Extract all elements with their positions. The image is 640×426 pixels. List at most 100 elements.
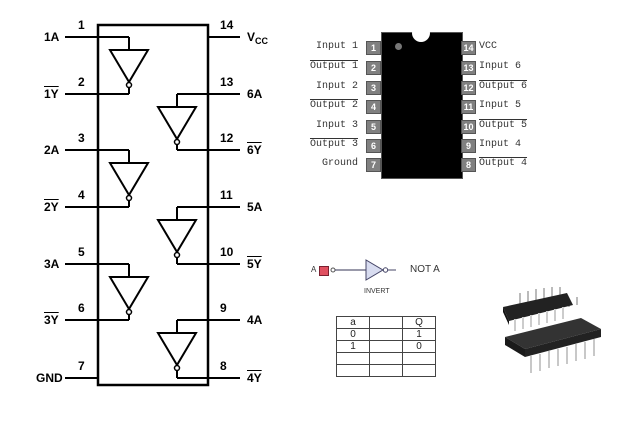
inversion-bubble	[173, 364, 181, 372]
pin-label-subscript: CC	[255, 36, 269, 46]
pinout-pin-left: 6	[366, 139, 381, 153]
pinout-pin-right: 9	[461, 139, 476, 153]
pinout-label-left: Input 3	[315, 120, 358, 131]
inversion-bubble	[125, 81, 133, 89]
pin-number: 10	[220, 245, 234, 259]
dip-package	[381, 24, 463, 179]
pin-number: 4	[78, 188, 85, 202]
truth-table-cell	[402, 352, 436, 365]
pin-number: 5	[78, 245, 85, 259]
chip-body-outline	[96, 23, 210, 387]
inverter-gate-icon	[330, 259, 396, 281]
pin-number: 3	[78, 131, 85, 145]
pinout-label-left: Output 1	[309, 61, 358, 72]
pin-label: 2A	[44, 143, 60, 157]
pinout-pin-left: 5	[366, 120, 381, 134]
pin-label: 1Y	[44, 87, 59, 101]
truth-table-cell	[369, 340, 403, 353]
truth-table-row	[336, 352, 436, 365]
pin-label: 3Y	[44, 313, 59, 327]
pinout-pin-right: 11	[461, 100, 476, 114]
inverter-gate-label: INVERT	[364, 288, 390, 295]
pin-label: 6A	[247, 87, 263, 101]
pinout-label-right: Output 6	[479, 81, 528, 92]
pinout-pin-left: 2	[366, 61, 381, 75]
pin-label: 3A	[44, 257, 60, 271]
pin-label: 4A	[247, 313, 263, 327]
pin-number: 6	[78, 301, 85, 315]
pinout-label-right: Input 5	[479, 100, 522, 111]
pin-label: VCC	[247, 30, 269, 46]
pinout-label-left: Ground	[321, 158, 358, 169]
truth-table-header-cell	[369, 316, 403, 329]
pinout-label-right: Input 6	[479, 61, 522, 72]
inverter-input-box	[319, 266, 329, 276]
inverter-gate-right	[156, 332, 198, 367]
inversion-bubble	[173, 138, 181, 146]
truth-table-cell	[369, 352, 403, 365]
inversion-bubble	[125, 308, 133, 316]
pinout-pin-right: 8	[461, 158, 476, 172]
inverter-gate-left	[108, 276, 150, 311]
pin-number: 8	[220, 359, 227, 373]
pin-label: 6Y	[247, 143, 262, 157]
pin1-dot	[395, 43, 402, 50]
truth-table-header-cell: Q	[402, 316, 436, 329]
pinout-label-left: Output 3	[309, 139, 358, 150]
pinout-pin-right: 14	[461, 41, 476, 55]
pin-number: 14	[220, 18, 234, 32]
truth-table-row: 1 0	[336, 340, 436, 353]
truth-table-row	[336, 364, 436, 377]
pinout-label-right: Output 4	[479, 158, 528, 169]
pinout-pin-right: 10	[461, 120, 476, 134]
pin-label: 5A	[247, 200, 263, 214]
pinout-pin-left: 7	[366, 158, 381, 172]
pin-number: 9	[220, 301, 227, 315]
truth-table: a Q 0 1 1 0	[336, 316, 436, 377]
truth-table-cell: 1	[402, 328, 436, 341]
pin-number: 7	[78, 359, 85, 373]
pinout-pin-left: 3	[366, 81, 381, 95]
truth-table-cell: 0	[336, 328, 370, 341]
pin-number: 13	[220, 75, 234, 89]
ic-chip-photo	[503, 287, 601, 373]
inversion-bubble	[173, 251, 181, 259]
pinout-label-right: Input 4	[479, 139, 522, 150]
inverter-input-label: A	[311, 265, 317, 274]
pin-label: 2Y	[44, 200, 59, 214]
truth-table-header: a Q	[336, 316, 436, 329]
truth-table-cell	[369, 328, 403, 341]
pin-number: 2	[78, 75, 85, 89]
inverter-gate-left	[108, 162, 150, 197]
pinout-label-right: Output 5	[479, 120, 528, 131]
pin-label: 5Y	[247, 257, 262, 271]
truth-table-cell: 1	[336, 340, 370, 353]
pinout-pin-right: 13	[461, 61, 476, 75]
pin-number: 12	[220, 131, 234, 145]
truth-table-cell: 0	[402, 340, 436, 353]
inverter-gate-right	[156, 106, 198, 141]
package-notch	[412, 24, 430, 42]
pinout-pin-right: 12	[461, 81, 476, 95]
pin-label: GND	[36, 371, 63, 385]
pinout-label-left: Input 2	[315, 81, 358, 92]
inversion-bubble	[125, 194, 133, 202]
pin-number: 11	[220, 188, 233, 202]
pinout-pin-left: 4	[366, 100, 381, 114]
truth-table-cell	[369, 364, 403, 377]
pin-label: 4Y	[247, 371, 262, 385]
pinout-label-left: Output 2	[309, 100, 358, 111]
truth-table-cell	[402, 364, 436, 377]
inverter-output-label: NOT A	[410, 264, 440, 275]
truth-table-header-cell: a	[336, 316, 370, 329]
pin-number: 1	[78, 18, 85, 32]
inverter-gate-left	[108, 49, 150, 84]
pinout-label-right: VCC	[479, 41, 498, 52]
inverter-gate-right	[156, 219, 198, 254]
truth-table-cell	[336, 352, 370, 365]
logic-diagram	[65, 23, 240, 387]
pin-label: 1A	[44, 30, 60, 44]
truth-table-cell	[336, 364, 370, 377]
pinout-label-left: Input 1	[315, 41, 358, 52]
pinout-pin-left: 1	[366, 41, 381, 55]
